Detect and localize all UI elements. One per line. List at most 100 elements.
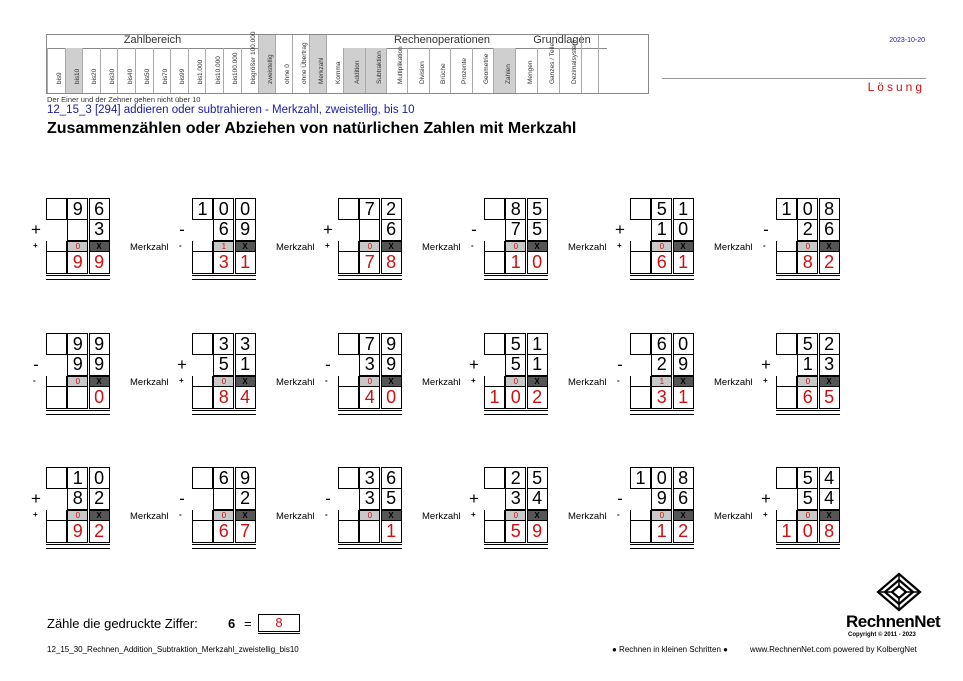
carry-cell[interactable]: 1 bbox=[651, 376, 673, 387]
carry-cell[interactable]: 0 bbox=[213, 376, 235, 387]
result-cell[interactable] bbox=[359, 521, 381, 543]
carry-blocked-cell: X bbox=[88, 376, 110, 387]
carry-cell[interactable]: 0 bbox=[797, 510, 819, 521]
result-cell[interactable]: 1 bbox=[505, 252, 527, 274]
digit-cell: 5 bbox=[505, 354, 527, 376]
merkzahl-label: Merkzahl bbox=[714, 511, 753, 522]
result-cell[interactable]: 6 bbox=[213, 521, 235, 543]
result-cell[interactable]: 6 bbox=[651, 252, 673, 274]
digit-cell: 6 bbox=[213, 467, 235, 489]
result-cell[interactable]: 1 bbox=[651, 521, 673, 543]
carry-cell[interactable]: 0 bbox=[505, 376, 527, 387]
result-cell[interactable]: 3 bbox=[651, 387, 673, 409]
count-answer-field[interactable]: 8 bbox=[258, 614, 300, 632]
carry-cell[interactable]: 0 bbox=[651, 510, 673, 521]
result-cell[interactable]: 3 bbox=[213, 252, 235, 274]
carry-operator: + bbox=[33, 510, 38, 519]
result-cell[interactable] bbox=[46, 521, 67, 543]
digit-cell bbox=[192, 219, 213, 241]
result-cell[interactable] bbox=[630, 252, 651, 274]
carry-cell[interactable]: 1 bbox=[213, 241, 235, 252]
result-cell[interactable] bbox=[484, 252, 505, 274]
carry-cell[interactable]: 0 bbox=[67, 376, 89, 387]
double-underline bbox=[46, 544, 110, 549]
carry-operator: - bbox=[179, 241, 182, 250]
result-cell[interactable]: 1 bbox=[234, 252, 256, 274]
result-cell[interactable] bbox=[630, 521, 651, 543]
result-cell[interactable] bbox=[776, 252, 797, 274]
carry-operator: + bbox=[471, 376, 476, 385]
result-cell[interactable] bbox=[192, 521, 213, 543]
digit-cell: 3 bbox=[213, 333, 235, 355]
result-cell[interactable]: 9 bbox=[67, 252, 89, 274]
operator: - bbox=[471, 220, 477, 239]
result-cell[interactable] bbox=[776, 387, 797, 409]
result-cell[interactable]: 1 bbox=[776, 521, 797, 543]
carry-cell[interactable]: 0 bbox=[67, 510, 89, 521]
result-cell[interactable]: 8 bbox=[213, 387, 235, 409]
result-cell[interactable]: 8 bbox=[818, 521, 840, 543]
operator: - bbox=[617, 489, 623, 508]
result-cell[interactable] bbox=[67, 387, 89, 409]
result-cell[interactable]: 4 bbox=[359, 387, 381, 409]
result-cell[interactable]: 5 bbox=[505, 521, 527, 543]
operation-column: Subtraktion bbox=[364, 48, 386, 93]
result-cell[interactable] bbox=[630, 387, 651, 409]
digit-cell: 3 bbox=[505, 488, 527, 510]
result-cell[interactable]: 1 bbox=[380, 521, 402, 543]
carry-cell[interactable]: 0 bbox=[359, 510, 381, 521]
result-cell[interactable]: 0 bbox=[526, 252, 548, 274]
digit-cell: 6 bbox=[88, 198, 110, 220]
operation-label: Brüche bbox=[439, 63, 447, 84]
carry-cell[interactable]: 0 bbox=[651, 241, 673, 252]
digit-cell bbox=[359, 219, 381, 241]
result-cell[interactable]: 9 bbox=[526, 521, 548, 543]
result-cell[interactable] bbox=[338, 387, 359, 409]
result-cell[interactable] bbox=[192, 252, 213, 274]
result-cell[interactable]: 0 bbox=[797, 521, 819, 543]
result-cell[interactable]: 1 bbox=[672, 387, 694, 409]
carry-cell[interactable]: 0 bbox=[797, 376, 819, 387]
result-cell[interactable]: 1 bbox=[672, 252, 694, 274]
result-cell[interactable]: 7 bbox=[234, 521, 256, 543]
result-cell[interactable]: 4 bbox=[234, 387, 256, 409]
result-cell[interactable]: 2 bbox=[88, 521, 110, 543]
result-cell[interactable] bbox=[338, 521, 359, 543]
result-cell[interactable]: 0 bbox=[505, 387, 527, 409]
result-cell[interactable]: 0 bbox=[380, 387, 402, 409]
result-cell[interactable]: 2 bbox=[526, 387, 548, 409]
operator: + bbox=[31, 489, 41, 508]
carry-cell[interactable]: 0 bbox=[505, 241, 527, 252]
result-cell[interactable]: 5 bbox=[818, 387, 840, 409]
result-cell[interactable] bbox=[338, 252, 359, 274]
result-cell[interactable]: 8 bbox=[797, 252, 819, 274]
digit-cell bbox=[338, 333, 359, 355]
digit-cell bbox=[192, 354, 213, 376]
result-cell[interactable]: 8 bbox=[380, 252, 402, 274]
result-cell[interactable]: 7 bbox=[359, 252, 381, 274]
result-cell[interactable]: 9 bbox=[88, 252, 110, 274]
result-cell[interactable] bbox=[46, 252, 67, 274]
result-cell[interactable]: 2 bbox=[672, 521, 694, 543]
carry-cell[interactable]: 0 bbox=[505, 510, 527, 521]
carry-cell[interactable]: 0 bbox=[359, 241, 381, 252]
carry-cell[interactable]: 0 bbox=[359, 376, 381, 387]
carry-cell[interactable]: 0 bbox=[797, 241, 819, 252]
digit-cell bbox=[630, 219, 651, 241]
result-cell[interactable]: 0 bbox=[88, 387, 110, 409]
result-cell[interactable]: 6 bbox=[797, 387, 819, 409]
result-cell[interactable]: 9 bbox=[67, 521, 89, 543]
digit-cell bbox=[192, 467, 213, 489]
bis-label: bis bbox=[161, 75, 169, 84]
result-cell[interactable]: 2 bbox=[818, 252, 840, 274]
carry-cell[interactable]: 0 bbox=[213, 510, 235, 521]
result-cell[interactable] bbox=[484, 521, 505, 543]
category-column: ohne Übertrag bbox=[292, 35, 309, 93]
note: Der Einer und der Zehner gehen nicht übe… bbox=[47, 95, 201, 104]
digit-cell: 9 bbox=[67, 354, 89, 376]
result-cell[interactable]: 1 bbox=[484, 387, 505, 409]
result-cell[interactable] bbox=[46, 387, 67, 409]
result-cell[interactable] bbox=[192, 387, 213, 409]
carry-cell[interactable]: 0 bbox=[67, 241, 89, 252]
